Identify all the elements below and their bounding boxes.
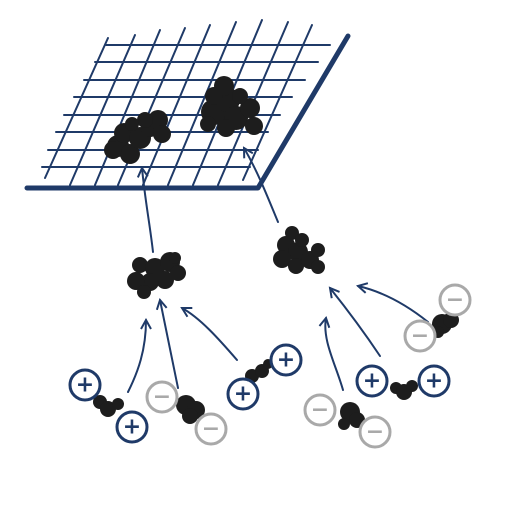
arrow-to-grid-left — [142, 168, 154, 253]
negative-charge-sign: − — [153, 385, 171, 410]
grid-lines — [41, 19, 331, 186]
grid-frame — [24, 33, 351, 191]
grid-surface — [24, 19, 351, 191]
aggregate-right — [273, 226, 325, 274]
arrow-left-1 — [127, 320, 146, 393]
positive-charge-sign: + — [425, 369, 443, 394]
positive-charge: + — [269, 343, 303, 377]
negative-charge: − — [358, 415, 392, 449]
negative-charge: − — [438, 283, 472, 317]
positive-charge: + — [68, 368, 102, 402]
particle-body-3 — [245, 359, 273, 383]
positive-charge-sign: + — [123, 415, 141, 440]
positive-charge: + — [115, 410, 149, 444]
negative-charge: − — [403, 319, 437, 353]
positive-charge-sign: + — [234, 382, 252, 407]
arrow-right-1 — [325, 318, 344, 391]
arrow-right-3 — [358, 286, 429, 323]
grid-particle-right — [200, 76, 263, 137]
negative-charge-sign: − — [446, 288, 464, 313]
grid-particle-left — [104, 110, 171, 164]
positive-charge: + — [226, 377, 260, 411]
arrow-right-2 — [330, 288, 381, 357]
negative-charge-sign: − — [311, 398, 329, 423]
negative-charge-sign: − — [411, 324, 429, 349]
arrow-to-grid-right — [244, 148, 279, 223]
aggregate-left — [127, 252, 186, 299]
negative-charge: − — [303, 393, 337, 427]
positive-charge-sign: + — [76, 373, 94, 398]
negative-charge-sign: − — [366, 420, 384, 445]
arrow-left-2 — [160, 300, 179, 389]
negative-charge-sign: − — [202, 417, 220, 442]
particle-body-2 — [176, 395, 205, 424]
particle-body-1 — [93, 395, 124, 417]
negative-charge: − — [145, 380, 179, 414]
positive-charge-sign: + — [277, 348, 295, 373]
arrow-left-3 — [182, 308, 238, 361]
positive-charge-sign: + — [363, 369, 381, 394]
negative-charge: − — [194, 412, 228, 446]
positive-charge: + — [355, 364, 389, 398]
positive-charge: + — [417, 364, 451, 398]
particle-body-5 — [390, 380, 418, 400]
